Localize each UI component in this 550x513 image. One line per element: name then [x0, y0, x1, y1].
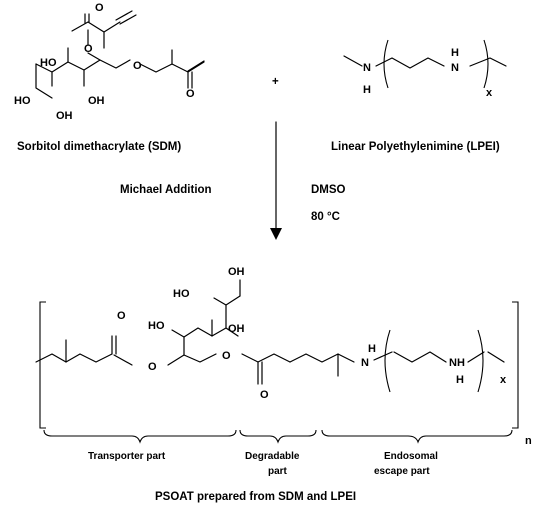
degradable-part-label-1: Degradable: [245, 451, 300, 462]
product-caption: PSOAT prepared from SDM and LPEI: [155, 491, 356, 503]
plus-sign: +: [272, 76, 279, 88]
product-atom-oh-c: OH: [228, 323, 245, 335]
product-atom-h-n1: H: [368, 343, 376, 355]
lpei-name: Linear Polyethylenimine (LPEI): [331, 141, 500, 153]
sdm-atom-o-carbonyl2: O: [186, 88, 195, 100]
product-structure: O O O O OH HO HO OH H N NH H x n: [35, 266, 532, 447]
product-atom-ho-b: HO: [148, 320, 165, 332]
reaction-arrow: [270, 121, 282, 240]
sdm-atom-ho1: HO: [40, 57, 57, 69]
left-repeat-bracket: [39, 301, 46, 429]
lpei-atom-h1: H: [363, 84, 371, 96]
sdm-atom-oh1: OH: [88, 95, 105, 107]
sdm-atom-ho2: HO: [14, 95, 31, 107]
reaction-solvent: DMSO: [311, 184, 346, 196]
sdm-structure: O O O O HO HO OH OH: [14, 2, 205, 122]
product-atom-o-carbonyl-a: O: [117, 310, 126, 322]
degradable-part-label-2: part: [268, 466, 288, 477]
lpei-atom-n1: N: [363, 62, 371, 74]
product-atom-o-carbonyl-b: O: [260, 389, 269, 401]
sdm-name: Sorbitol dimethacrylate (SDM): [17, 141, 181, 153]
product-atom-ho-a: HO: [173, 288, 190, 300]
endosomal-brace: [321, 429, 513, 444]
transporter-part-label: Transporter part: [88, 451, 166, 462]
lpei-structure: N H H N x: [343, 39, 507, 99]
product-atom-oh-top: OH: [228, 266, 245, 278]
product-atom-o-ester-b: O: [222, 350, 231, 362]
endosomal-part-label-1: Endosomal: [384, 451, 438, 462]
lpei-atom-n2: N: [451, 62, 459, 74]
endosomal-part-label-2: escape part: [374, 466, 430, 477]
product-subscript-n: n: [525, 435, 532, 447]
sdm-atom-o-carbonyl1: O: [95, 2, 104, 14]
transporter-brace: [43, 429, 237, 444]
sdm-atom-o1: O: [84, 43, 93, 55]
reaction-temperature: 80 °C: [311, 211, 340, 223]
reaction-name: Michael Addition: [120, 184, 212, 196]
lpei-subscript-x: x: [486, 87, 493, 99]
right-repeat-bracket: [512, 301, 519, 429]
degradable-brace: [239, 429, 317, 444]
sdm-atom-o2: O: [133, 60, 142, 72]
product-subscript-x: x: [500, 374, 507, 386]
sdm-atom-oh2: OH: [56, 110, 73, 122]
product-atom-o-ester-a: O: [148, 361, 157, 373]
product-atom-nh: NH: [449, 357, 465, 369]
product-atom-h-n2: H: [456, 374, 464, 386]
product-atom-n1: N: [361, 357, 369, 369]
lpei-atom-h2: H: [451, 47, 459, 59]
